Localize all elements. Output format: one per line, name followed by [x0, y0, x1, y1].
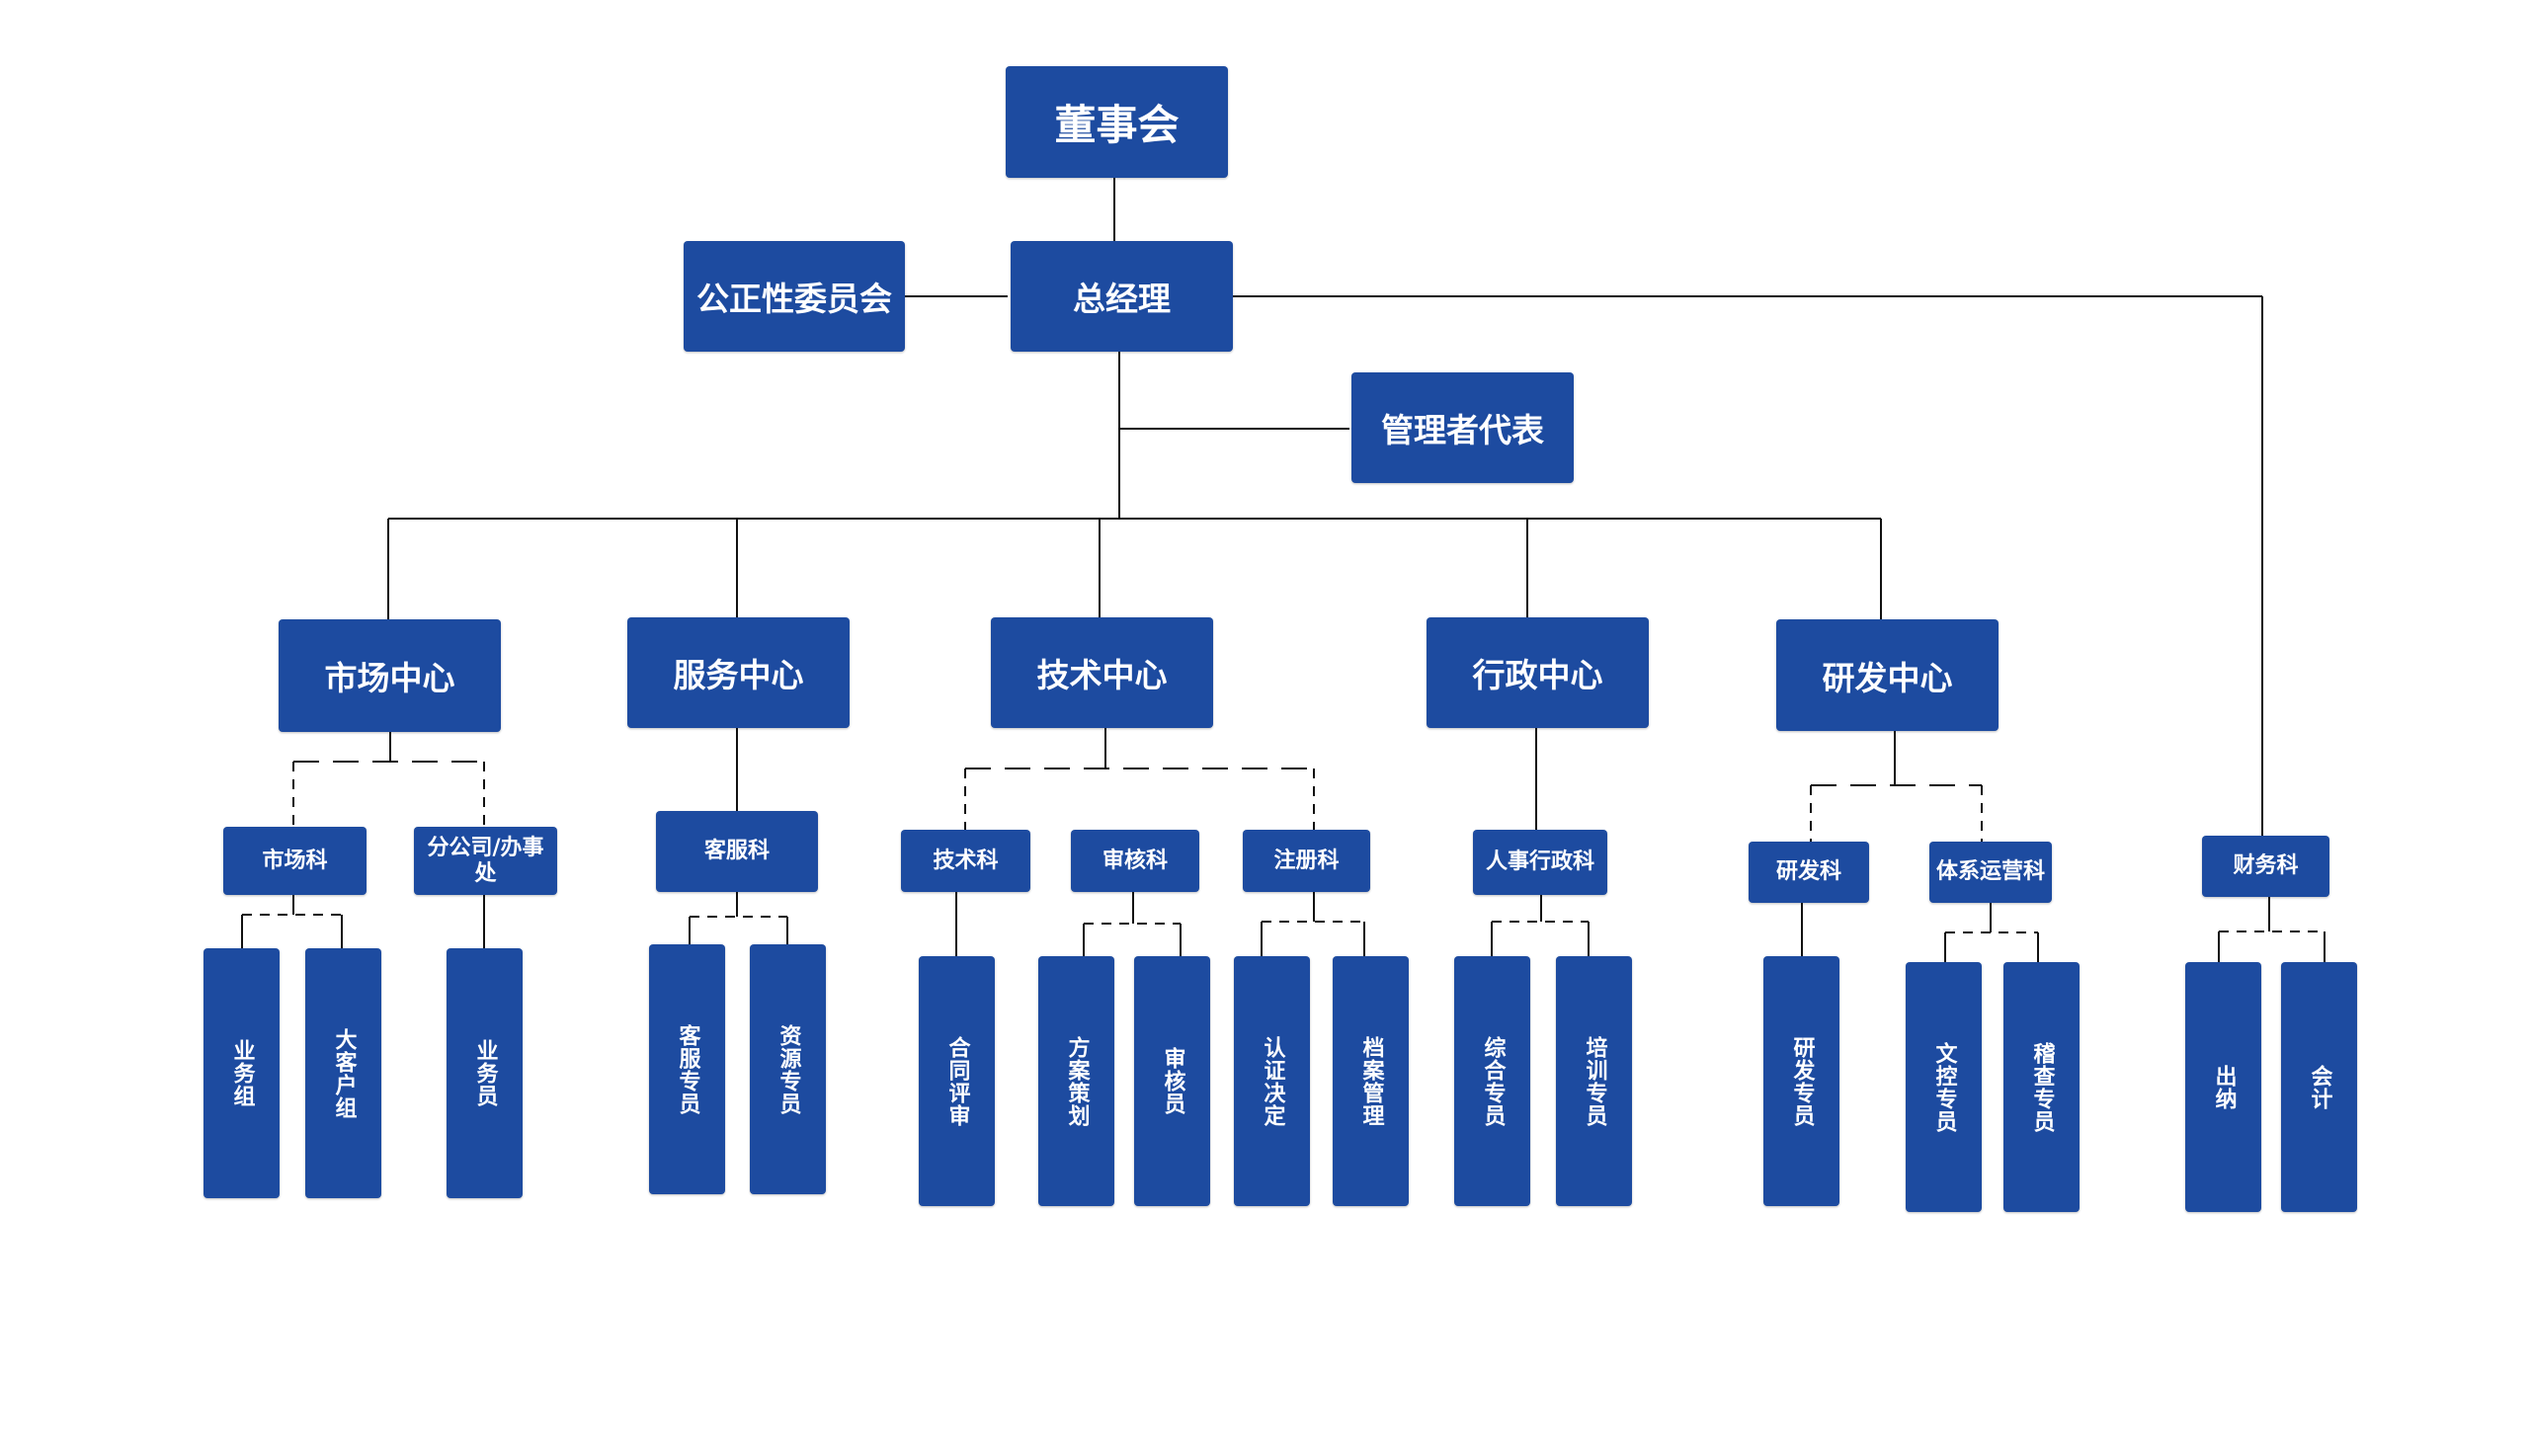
archive-box: 档案管理	[1333, 956, 1409, 1206]
fairness-committee-box: 公正性委员会	[684, 241, 905, 352]
inspection-box: 稽查专员	[2003, 962, 2080, 1212]
audit-dept-box: 审核科	[1071, 830, 1199, 892]
salesperson-box: 业务员	[447, 948, 523, 1198]
training-specialist-box: 培训专员	[1556, 956, 1632, 1206]
cert-decision-box: 认证决定	[1234, 956, 1310, 1206]
cs-dept-box: 客服科	[656, 811, 818, 892]
rd-center-box: 研发中心	[1776, 619, 1999, 731]
general-manager-box: 总经理	[1011, 241, 1233, 352]
market-dept-box: 市场科	[223, 827, 367, 895]
auditor-box: 审核员	[1134, 956, 1210, 1206]
market-center-box: 市场中心	[279, 619, 501, 732]
management-rep-box: 管理者代表	[1351, 372, 1574, 483]
branch-office-box: 分公司/办事处	[414, 827, 557, 895]
general-specialist-box: 综合专员	[1454, 956, 1530, 1206]
rd-specialist-box: 研发专员	[1763, 956, 1839, 1206]
contract-review-box: 合同评审	[919, 956, 995, 1206]
cs-specialist-box: 客服专员	[649, 944, 725, 1194]
sales-group-box: 业务组	[204, 948, 280, 1198]
resource-specialist-box: 资源专员	[750, 944, 826, 1194]
doc-control-box: 文控专员	[1906, 962, 1982, 1212]
tech-center-box: 技术中心	[991, 617, 1213, 728]
service-center-box: 服务中心	[627, 617, 850, 728]
registration-dept-box: 注册科	[1243, 830, 1370, 892]
key-accounts-box: 大客户组	[305, 948, 381, 1198]
finance-dept-box: 财务科	[2202, 836, 2329, 897]
cashier-box: 出纳	[2185, 962, 2261, 1212]
tech-dept-box: 技术科	[901, 830, 1030, 892]
board-box: 董事会	[1006, 66, 1228, 178]
accountant-box: 会计	[2281, 962, 2357, 1212]
hr-admin-dept-box: 人事行政科	[1473, 830, 1607, 895]
admin-center-box: 行政中心	[1427, 617, 1649, 728]
rd-dept-box: 研发科	[1749, 842, 1869, 903]
plan-box: 方案策划	[1038, 956, 1114, 1206]
system-ops-dept-box: 体系运营科	[1929, 842, 2052, 903]
